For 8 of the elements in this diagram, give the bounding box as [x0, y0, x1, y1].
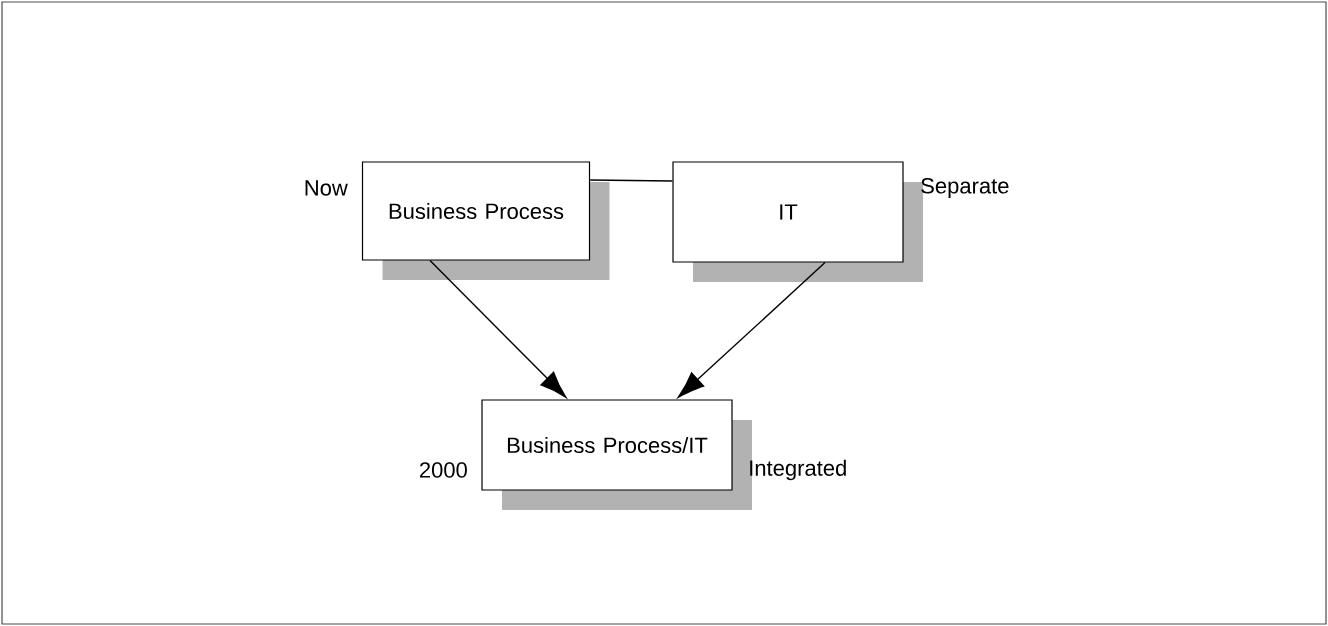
- side-label: Now: [305, 180, 348, 196]
- side-label: 2000: [420, 462, 467, 478]
- connector-line: [589, 179, 674, 182]
- side-label: Integrated: [750, 459, 846, 481]
- process-box: Business Process: [361, 161, 610, 280]
- arrow: [429, 259, 567, 398]
- arrow: [677, 261, 826, 398]
- side-label: Separate: [921, 178, 1009, 198]
